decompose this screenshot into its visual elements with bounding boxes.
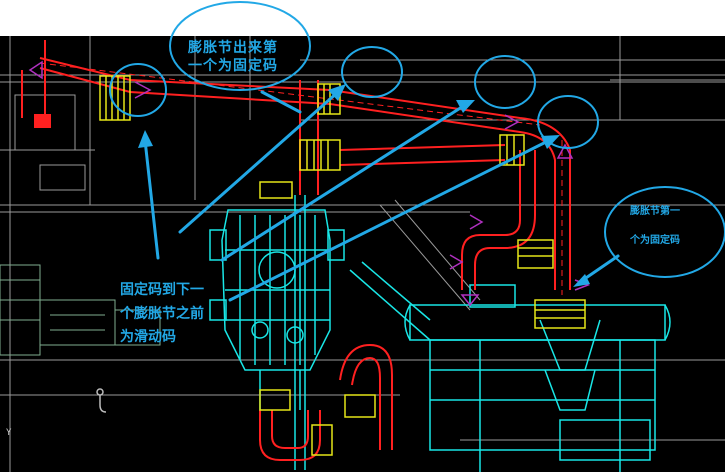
arrowheads (138, 84, 590, 287)
annotation-left: 固定码到下一 个膨胀节之前 为滑动码 (120, 282, 204, 347)
structure-lines (0, 36, 725, 472)
annotation-right-line1: 膨胀节第一 (630, 206, 680, 217)
annotation-top: 膨胀节出来第 一个为固定码 (188, 40, 278, 75)
pipe-centerlines (39, 62, 563, 295)
annotation-top-line2: 一个为固定码 (188, 57, 278, 74)
annotation-right-line2: 个为固定码 (630, 234, 680, 246)
left-equipment (0, 264, 161, 356)
annotation-top-line1: 膨胀节出来第 (188, 40, 278, 56)
lifting-hook (96, 388, 107, 413)
center-equipment (209, 195, 345, 470)
ucs-axis-label: Y (6, 428, 12, 438)
pipe-supports (28, 60, 591, 307)
annotation-arrows (143, 90, 620, 302)
annotation-left-line2: 个膨胀节之前 (120, 305, 204, 322)
top-margin (0, 0, 725, 36)
annotation-circles (109, 1, 725, 278)
right-equipment (349, 261, 671, 472)
expansion-joints (99, 75, 586, 456)
annotation-left-line3: 为滑动码 (120, 329, 176, 345)
annotation-left-line1: 固定码到下一 (120, 282, 204, 298)
annotation-right: 膨胀节第一 个为固定码 (630, 206, 680, 247)
